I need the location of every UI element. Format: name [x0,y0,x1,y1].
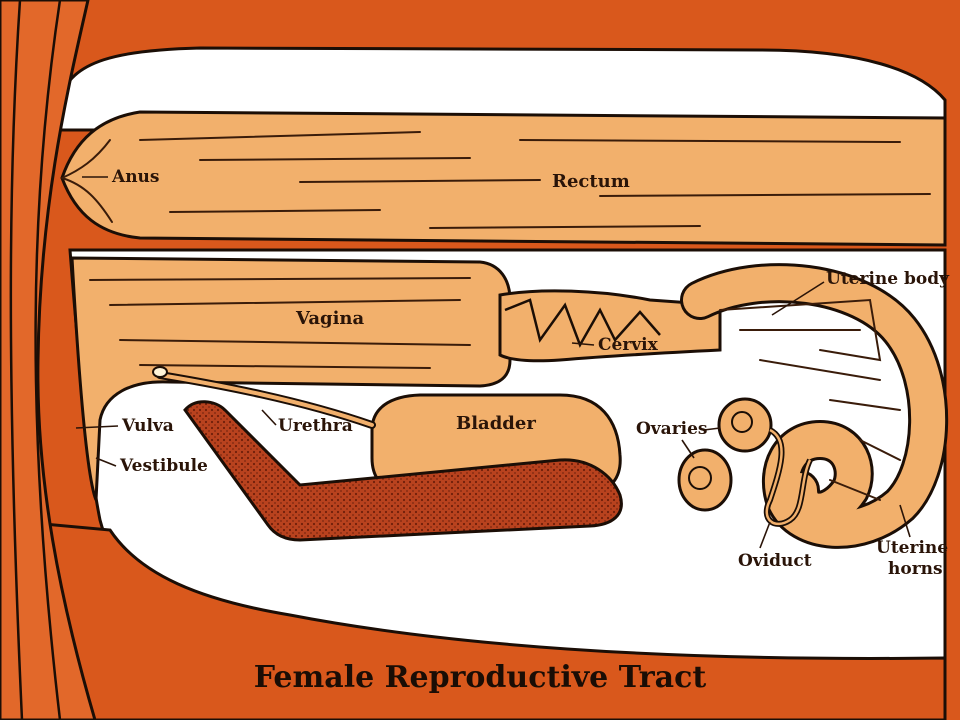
label-oviduct: Oviduct [738,551,812,571]
label-vestibule: Vestibule [119,456,208,476]
leader-cervix [571,342,595,346]
rectum-folds [139,131,931,229]
oviduct-lumen [765,428,812,526]
leader-uterine-body [771,281,825,316]
anal-folds [61,139,113,223]
perineum-skin [0,0,97,720]
label-vulva: Vulva [121,416,174,436]
skin-line-inner [34,0,62,720]
vagina-folds [89,277,471,369]
skin-line-outer [9,0,24,720]
cervical-rings [504,298,661,348]
label-anus: Anus [111,167,159,187]
leader-ovaries-lower [681,439,695,459]
uterine-horns [683,266,946,546]
leader-urethra [261,409,277,426]
leader-ovaries-upper [703,427,721,431]
urethral-opening [152,366,168,378]
ovary-upper [717,397,773,453]
label-uterine-body: Uterine body [826,269,950,289]
pelvic-bone [183,400,623,542]
diagram-title: Female Reproductive Tract [254,660,707,695]
label-bladder: Bladder [456,413,536,434]
label-urethra: Urethra [278,416,353,436]
leader-uterine-horns [899,504,911,538]
leader-oviduct [759,521,771,549]
ovary-follicle [731,411,753,433]
ovary-lower [677,448,733,512]
endometrial-folds [719,298,901,501]
upper-cavity [58,46,947,132]
rectum [60,110,947,247]
label-ovaries: Ovaries [636,419,708,439]
label-rectum: Rectum [552,171,630,192]
label-uterine-horns-line1: Uterine [876,538,948,558]
leader-vulva [75,425,119,429]
ovary-follicle-lower [688,466,712,490]
cervix [498,289,722,363]
urethra [158,373,374,427]
label-uterine-horns-line2: horns [888,559,943,579]
label-cervix: Cervix [598,335,659,355]
leader-vestibule [95,457,117,467]
label-vagina: Vagina [295,308,364,329]
pelvic-floor [0,518,947,720]
